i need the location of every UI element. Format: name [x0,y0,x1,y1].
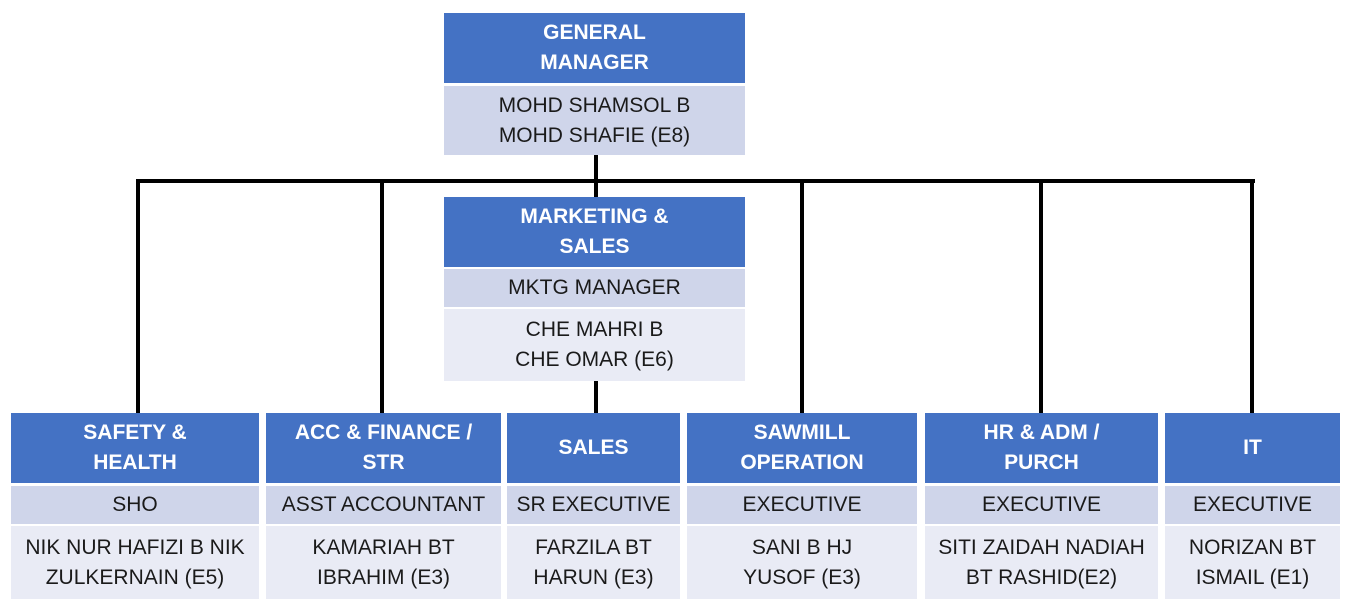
department-role: SHO [11,486,259,524]
department-title: HR & ADM / PURCH [925,413,1158,483]
department-hr-adm-purch: HR & ADM / PURCH EXECUTIVE SITI ZAIDAH N… [925,413,1158,599]
department-sales: SALES SR EXECUTIVE FARZILA BT HARUN (E3) [507,413,680,599]
department-sawmill-operation: SAWMILL OPERATION EXECUTIVE SANI B HJ YU… [687,413,917,599]
marketing-manager-role: MKTG MANAGER [444,269,745,307]
department-role: ASST ACCOUNTANT [266,486,501,524]
connector-acc-finance [380,179,384,414]
marketing-sales-title: MARKETING & SALES [444,197,745,267]
department-acc-finance: ACC & FINANCE / STR ASST ACCOUNTANT KAMA… [266,413,501,599]
marketing-sales-box: MARKETING & SALES MKTG MANAGER CHE MAHRI… [444,197,745,381]
connector-horizontal-bus [136,179,1255,183]
connector-hr-adm [1039,179,1043,414]
department-role: EXECUTIVE [925,486,1158,524]
general-manager-name: MOHD SHAMSOL B MOHD SHAFIE (E8) [444,86,745,155]
general-manager-title: GENERAL MANAGER [444,13,745,83]
connector-gm-to-bus [594,154,598,200]
department-person: KAMARIAH BT IBRAHIM (E3) [266,526,501,599]
department-role: EXECUTIVE [1165,486,1340,524]
connector-sawmill [800,179,804,414]
department-title: SAWMILL OPERATION [687,413,917,483]
department-person: NORIZAN BT ISMAIL (E1) [1165,526,1340,599]
general-manager-box: GENERAL MANAGER MOHD SHAMSOL B MOHD SHAF… [444,13,745,155]
connector-it [1250,179,1254,414]
department-person: SITI ZAIDAH NADIAH BT RASHID(E2) [925,526,1158,599]
department-title: SALES [507,413,680,483]
department-title: ACC & FINANCE / STR [266,413,501,483]
department-it: IT EXECUTIVE NORIZAN BT ISMAIL (E1) [1165,413,1340,599]
department-person: SANI B HJ YUSOF (E3) [687,526,917,599]
connector-marketing-to-sales [594,380,598,414]
department-title: IT [1165,413,1340,483]
department-person: FARZILA BT HARUN (E3) [507,526,680,599]
department-role: SR EXECUTIVE [507,486,680,524]
department-safety-health: SAFETY & HEALTH SHO NIK NUR HAFIZI B NIK… [11,413,259,599]
department-role: EXECUTIVE [687,486,917,524]
department-person: NIK NUR HAFIZI B NIK ZULKERNAIN (E5) [11,526,259,599]
marketing-manager-name: CHE MAHRI B CHE OMAR (E6) [444,309,745,381]
department-title: SAFETY & HEALTH [11,413,259,483]
connector-safety [136,179,140,414]
